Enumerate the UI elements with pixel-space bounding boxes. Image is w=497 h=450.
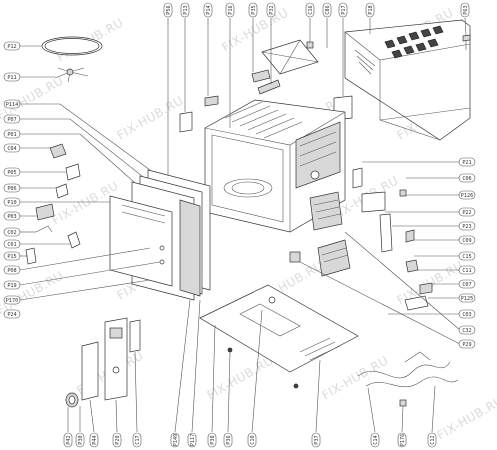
callout-label: P170	[6, 298, 19, 304]
callout-label: C01	[7, 242, 16, 248]
latch-parts	[25, 143, 81, 265]
callout-label: C02	[7, 230, 16, 236]
wiring-harness	[357, 351, 459, 407]
callout-label: C11	[462, 268, 471, 274]
roller-support	[54, 67, 89, 83]
callout-label: C12	[430, 435, 436, 444]
callout-label: C32	[462, 328, 471, 334]
turntable-ring	[41, 36, 103, 56]
callouts-left: P12 P11 P114 P07 P01 C04 P05 P06 P10 P03…	[3, 41, 21, 319]
callout-label: C14	[373, 435, 379, 444]
callout-label: P35	[251, 5, 257, 14]
callout-label: P01	[7, 132, 16, 138]
watermark: FIX-HUB.RU	[115, 93, 186, 142]
callout-label: P14	[206, 5, 212, 14]
callout-label: P149	[173, 434, 179, 447]
callout-label: C03	[462, 312, 471, 318]
waveguide-cover	[251, 39, 319, 95]
callout-label: C17	[135, 435, 141, 444]
control-panel	[65, 317, 141, 408]
callout-label: P63	[463, 5, 469, 14]
right-components	[352, 167, 433, 311]
callout-label: C86	[325, 5, 331, 14]
callout-label: C09	[462, 238, 471, 244]
callout-label: C07	[462, 282, 471, 288]
callout-label: C16	[308, 5, 314, 14]
callout-label: P42	[66, 435, 72, 444]
callout-label: P12	[7, 44, 16, 50]
callouts-bottom: P42 P30 P44 P20 C17 P149 P117 P38 P36 C1…	[63, 432, 437, 448]
callout-label: P06	[7, 186, 16, 192]
callout-label: P16	[228, 5, 234, 14]
callout-label: P114	[6, 102, 19, 108]
callout-label: P22	[462, 210, 471, 216]
callout-label: C04	[7, 146, 16, 152]
watermark: FIX-HUB.RU	[320, 353, 391, 402]
callout-label: P08	[7, 268, 16, 274]
callout-label: P03	[7, 214, 16, 220]
callout-label: P30	[78, 435, 84, 444]
callout-label: P10	[7, 200, 16, 206]
callout-label: P29	[462, 342, 471, 348]
screw-part	[462, 34, 471, 50]
callout-label: P126	[461, 193, 474, 199]
watermark: FIX-HUB.RU	[435, 393, 497, 442]
outer-cabinet	[344, 19, 471, 141]
callout-label: P44	[92, 435, 98, 444]
callout-label: P05	[7, 170, 16, 176]
callout-label: P125	[461, 296, 474, 302]
transformer	[289, 191, 351, 277]
callout-label: P32	[269, 5, 275, 14]
callout-label: P17	[341, 5, 347, 14]
base-plate	[199, 284, 359, 389]
callout-label: P18	[368, 5, 374, 14]
clip-part	[306, 41, 314, 49]
callout-label: P176	[400, 434, 406, 447]
callout-label: P117	[190, 434, 196, 447]
callout-label: P38	[210, 435, 216, 444]
small-bracket	[179, 95, 219, 133]
callout-label: P24	[7, 312, 16, 318]
callout-label: P11	[7, 75, 16, 81]
callout-label: P23	[462, 224, 471, 230]
callout-label: P07	[7, 117, 16, 123]
callout-label: P36	[226, 435, 232, 444]
callout-label: P37	[314, 435, 320, 444]
callout-label: P19	[7, 283, 16, 289]
callout-label: P15	[7, 254, 16, 260]
leader-lines	[19, 17, 467, 433]
callout-label: P20	[115, 435, 121, 444]
callout-label: C06	[462, 176, 471, 182]
callout-label: P56	[166, 5, 172, 14]
door-assembly	[109, 169, 211, 301]
callout-label: C15	[462, 254, 471, 260]
callouts-right: P21 C06 P126 P22 P23 C09 C15 C11 C07 P12…	[458, 157, 476, 349]
callout-label: P13	[183, 5, 189, 14]
watermark: FIX-HUB.RU	[205, 353, 276, 402]
callout-label: C10	[250, 435, 256, 444]
callouts-top: P56 P13 P14 P16 P35 P32 C16 C86 P17 P18 …	[163, 2, 470, 18]
callout-label: P21	[462, 160, 471, 166]
